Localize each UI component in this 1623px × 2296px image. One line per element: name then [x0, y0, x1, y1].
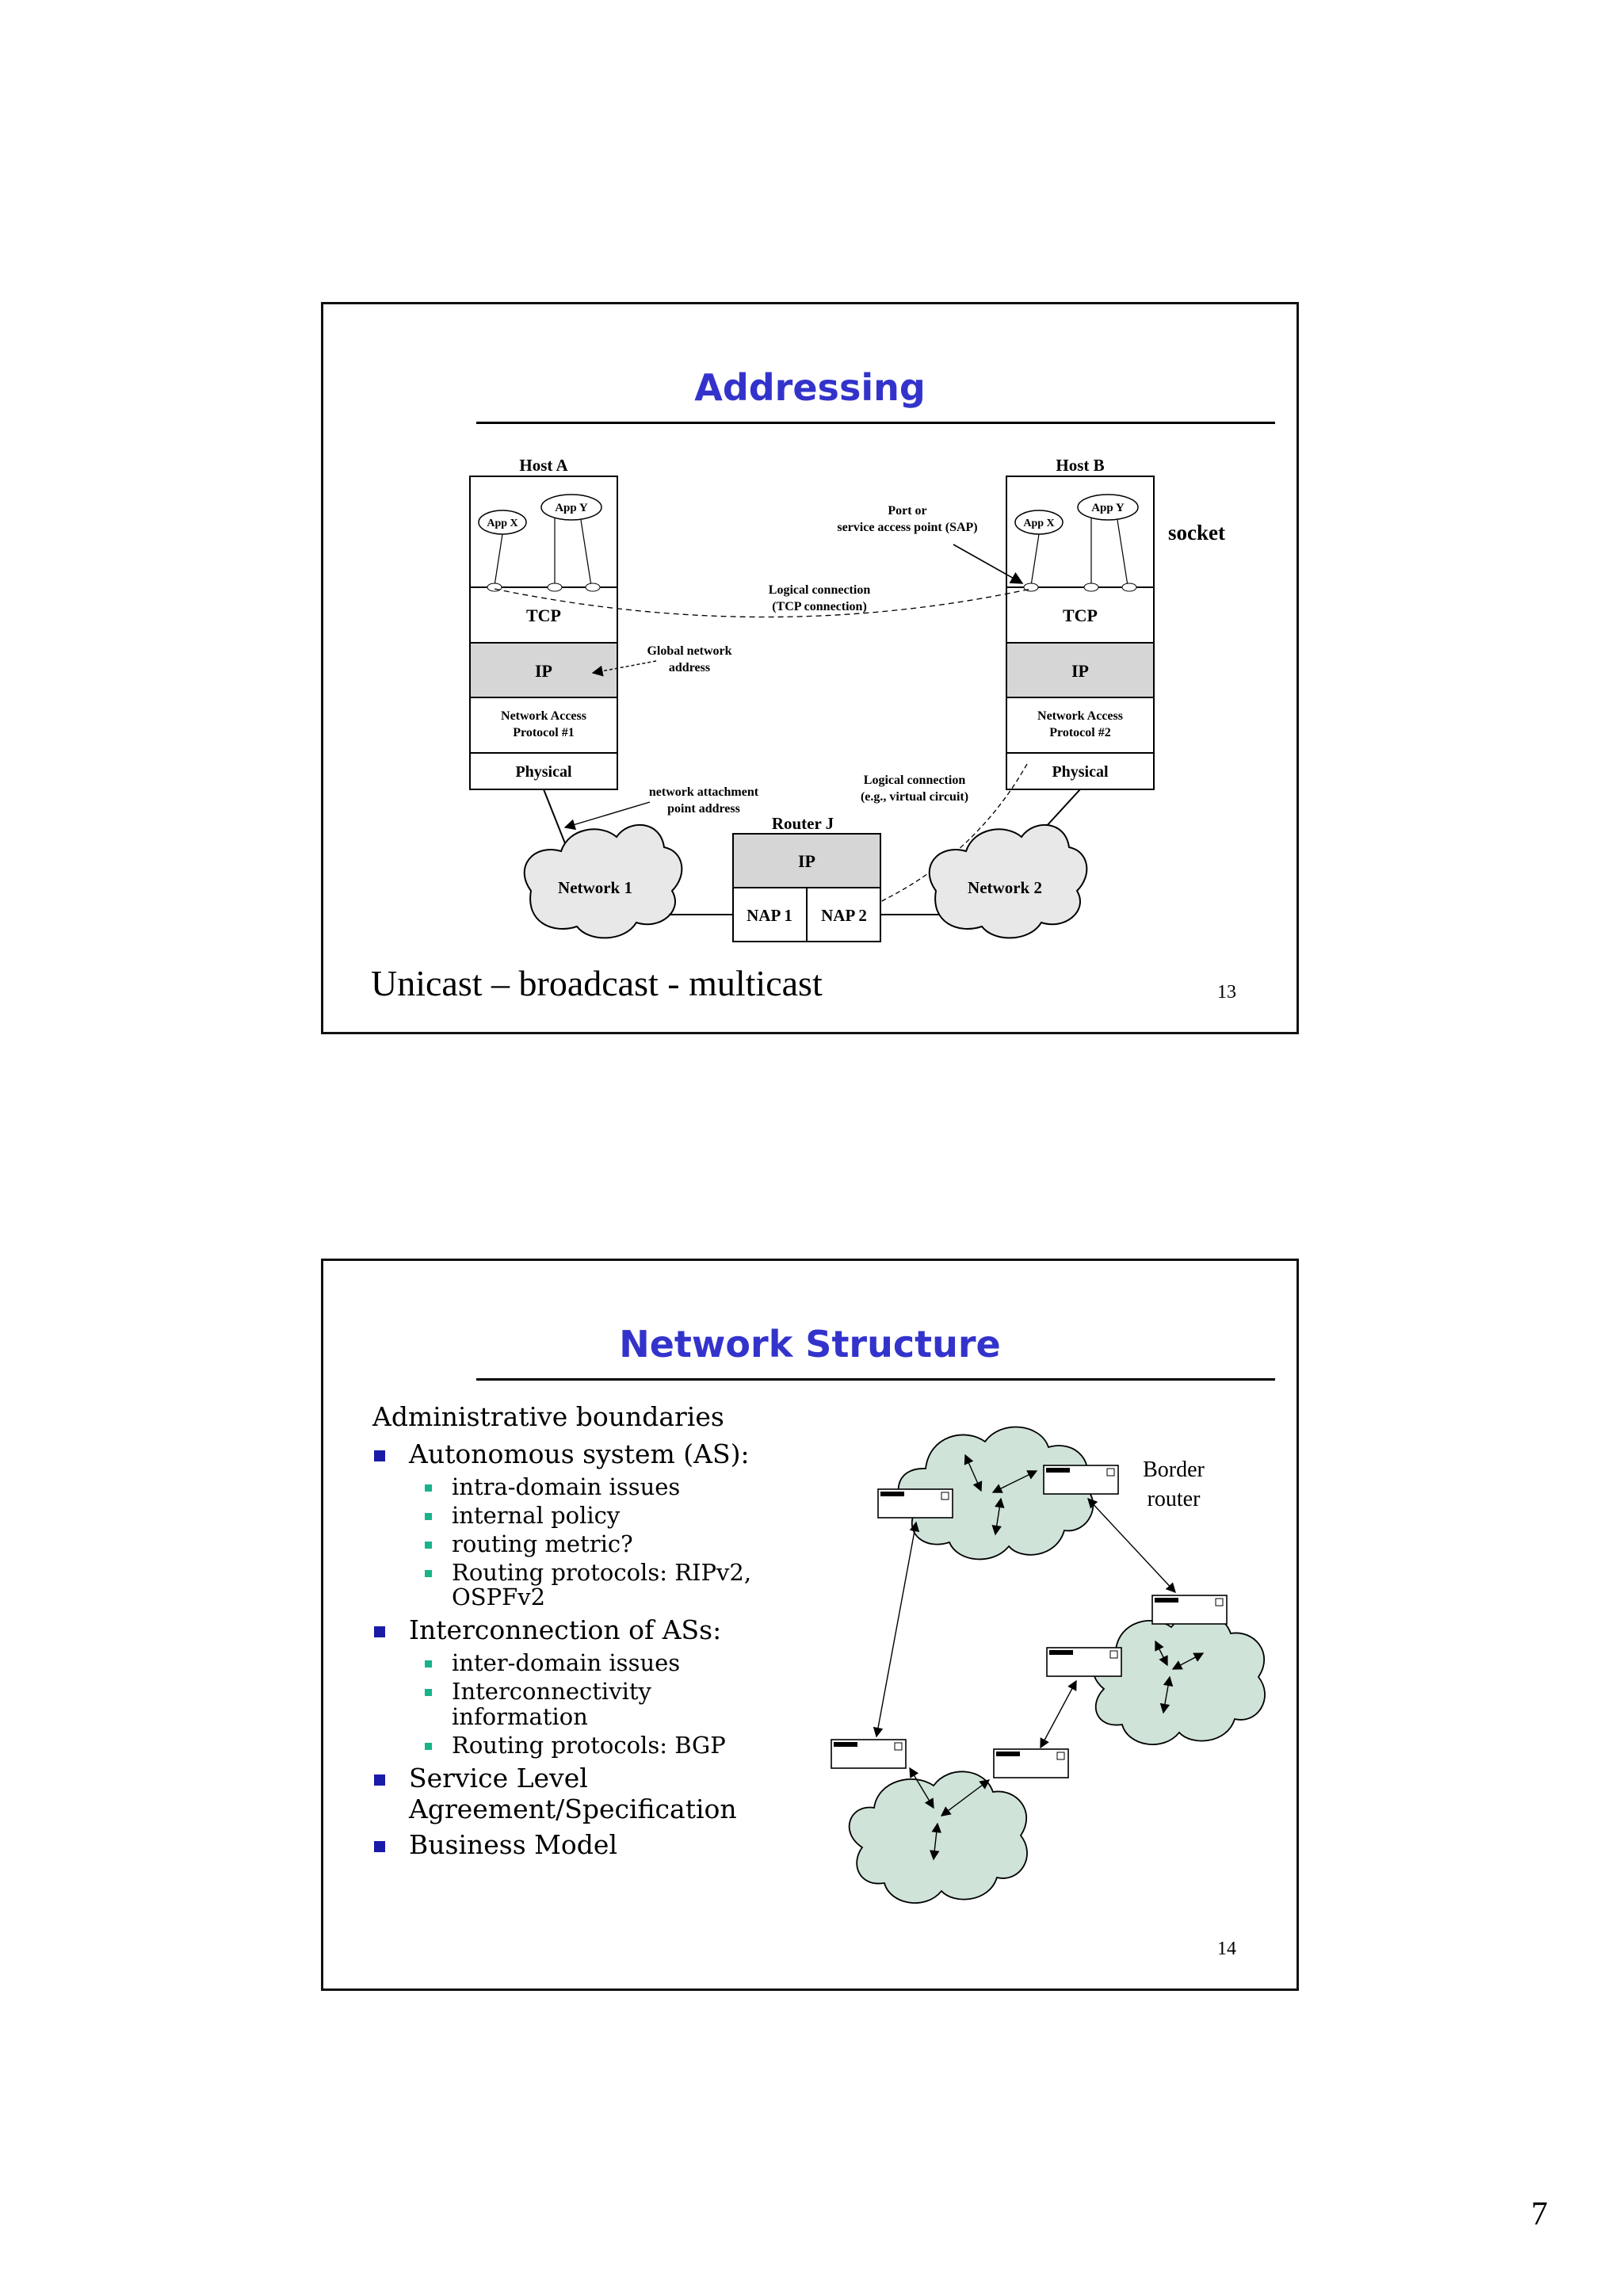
- router-j: IP NAP 1 NAP 2: [732, 833, 881, 942]
- slide-title: Addressing: [694, 366, 926, 409]
- network-1-cloud: Network 1: [523, 823, 683, 939]
- svg-text:TCP: TCP: [1063, 606, 1098, 625]
- list-subitem: intra-domain issues: [372, 1474, 785, 1500]
- svg-text:Port or: Port or: [888, 504, 926, 518]
- network-2-cloud: Network 2: [928, 823, 1088, 939]
- host-a-label: Host A: [519, 456, 568, 475]
- svg-text:IP: IP: [535, 661, 552, 681]
- page-number: 7: [1531, 2196, 1548, 2233]
- list-subitem: internal policy: [372, 1503, 785, 1529]
- list-subitem: routing metric?: [372, 1531, 785, 1557]
- app-y-oval: [540, 494, 602, 521]
- svg-text:App X: App X: [487, 518, 517, 529]
- svg-text:Network Access: Network Access: [1037, 709, 1123, 723]
- svg-text:service access point (SAP): service access point (SAP): [837, 521, 977, 534]
- svg-text:Physical: Physical: [1052, 763, 1109, 781]
- svg-text:App Y: App Y: [555, 502, 588, 514]
- svg-text:App X: App X: [1023, 518, 1054, 529]
- title-rule: [476, 1378, 1275, 1381]
- svg-text:point address: point address: [667, 802, 740, 816]
- svg-text:Network 1: Network 1: [558, 878, 632, 897]
- list-subitem: inter-domain issues: [372, 1650, 785, 1676]
- svg-text:address: address: [669, 661, 710, 674]
- svg-text:IP: IP: [1071, 661, 1089, 681]
- as-cloud-bottom: [848, 1771, 1028, 1904]
- svg-text:network attachment: network attachment: [649, 785, 759, 799]
- slide-number: 13: [1217, 982, 1236, 1003]
- addressing-diagram: Host A App X App Y TCP IP Network Access…: [469, 456, 1225, 942]
- list-heading: Administrative boundaries: [372, 1401, 724, 1432]
- as-cloud-right: [1091, 1612, 1266, 1745]
- svg-text:NAP 2: NAP 2: [821, 906, 867, 925]
- slide-number: 14: [1217, 1939, 1236, 1959]
- svg-text:Physical: Physical: [515, 763, 572, 781]
- slide-network-structure: Network Structure Administrative boundar…: [321, 1259, 1299, 1991]
- svg-text:(TCP connection): (TCP connection): [772, 600, 867, 613]
- host-b-label: Host B: [1056, 456, 1104, 475]
- svg-text:Protocol #2: Protocol #2: [1049, 726, 1110, 739]
- svg-text:App Y: App Y: [1091, 502, 1125, 514]
- svg-text:Logical connection: Logical connection: [864, 774, 966, 787]
- list-subitem: Interconnectivity information: [372, 1679, 785, 1730]
- list-subitem: Routing protocols: RIPv2, OSPFv2: [372, 1560, 785, 1611]
- list-item: Business Model: [372, 1829, 785, 1861]
- slide-addressing: Addressing Host A App X App Y TCP IP Net…: [321, 302, 1299, 1034]
- svg-text:Network Access: Network Access: [501, 709, 586, 723]
- list-item: Service Level Agreement/Specification: [372, 1763, 785, 1825]
- router-details: [834, 1468, 1224, 1760]
- svg-text:Global network: Global network: [647, 644, 731, 658]
- list-subitem: Routing protocols: BGP: [372, 1733, 785, 1759]
- slide-caption: Unicast – broadcast - multicast: [371, 963, 823, 1003]
- as-network-diagram: Border router: [831, 1426, 1266, 1904]
- router-label: Router J: [772, 814, 834, 833]
- svg-text:TCP: TCP: [526, 606, 561, 625]
- title-rule: [476, 422, 1275, 424]
- svg-text:Network 2: Network 2: [968, 878, 1042, 897]
- svg-text:router: router: [1148, 1487, 1201, 1511]
- bullet-list: Administrative boundaries Autonomous sys…: [372, 1401, 785, 1866]
- svg-text:NAP 1: NAP 1: [747, 906, 792, 925]
- border-router-label: Border: [1143, 1457, 1205, 1482]
- border-router: [831, 1465, 1228, 1778]
- svg-text:(e.g., virtual circuit): (e.g., virtual circuit): [861, 790, 968, 804]
- list-item: Interconnection of ASs:: [372, 1614, 785, 1646]
- slide-title: Network Structure: [619, 1323, 1001, 1366]
- list-item: Autonomous system (AS):: [372, 1438, 785, 1470]
- svg-text:Logical connection: Logical connection: [769, 583, 871, 597]
- socket-label: socket: [1168, 521, 1225, 544]
- svg-text:Protocol #1: Protocol #1: [513, 726, 574, 739]
- svg-text:IP: IP: [798, 851, 815, 871]
